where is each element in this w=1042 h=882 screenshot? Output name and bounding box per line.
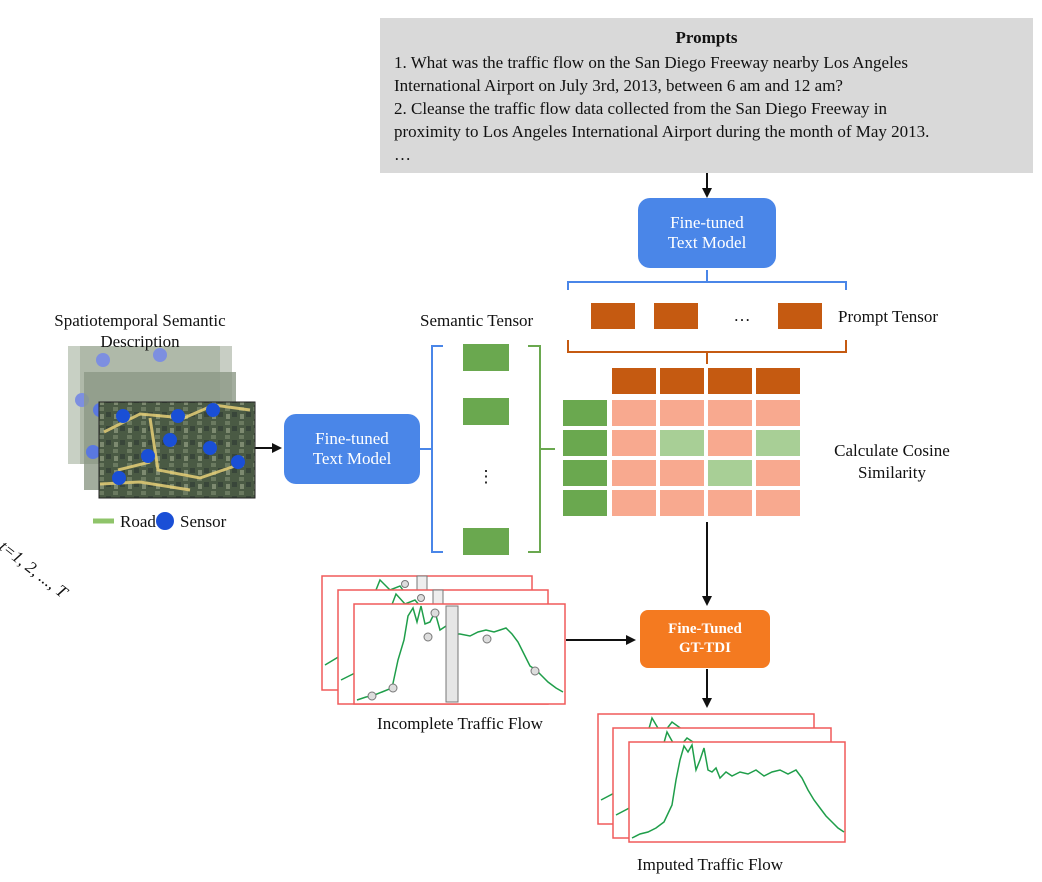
matrix-row-head (563, 490, 607, 516)
similarity-cell (708, 430, 752, 456)
similarity-cell-high (708, 460, 752, 486)
left-model-line1: Fine-tuned (315, 429, 389, 448)
sensor-legend-swatch (156, 512, 174, 530)
missing-point (367, 691, 377, 701)
imputed-frame-front (628, 741, 846, 843)
left-model-line2: Text Model (312, 449, 392, 468)
imputed-curve-front (631, 742, 845, 839)
prompt-tensor-label: Prompt Tensor (838, 307, 939, 326)
top-model-line1: Fine-tuned (670, 213, 744, 232)
prompt-line: International Airport on July 3rd, 2013,… (394, 76, 843, 95)
missing-point (388, 683, 398, 693)
similarity-cell (612, 430, 656, 456)
missing-point (417, 594, 425, 602)
prompt-tensor-block (654, 303, 698, 329)
sensor-dot (86, 445, 100, 459)
similarity-cell (612, 400, 656, 426)
matrix-header-cell (612, 368, 656, 394)
similarity-cell (612, 490, 656, 516)
missing-point (482, 634, 492, 644)
similarity-cell (756, 460, 800, 486)
semantic-tensor-block (463, 398, 509, 425)
semantic-brace-right (528, 345, 541, 553)
imputed-flow-stack (597, 713, 846, 843)
semantic-tensor-label: Semantic Tensor (420, 311, 534, 330)
cosine-label-line1: Calculate Cosine (834, 441, 950, 460)
prompt-tensor-block (591, 303, 635, 329)
similarity-cell (660, 460, 704, 486)
missing-gap (445, 605, 459, 703)
sensor-dot (171, 409, 185, 423)
semantic-tensor-block (463, 344, 509, 371)
similarity-cell (660, 400, 704, 426)
matrix-row-head (563, 430, 607, 456)
incomplete-flow-stack (321, 575, 566, 705)
gt-tdi-line1: Fine-Tuned (668, 621, 742, 637)
missing-point (401, 580, 409, 588)
sensor-dot (163, 433, 177, 447)
matrix-header-cell (708, 368, 752, 394)
top-model-line2: Text Model (667, 233, 747, 252)
prompt-tensor-block (778, 303, 822, 329)
missing-gap (432, 589, 444, 605)
road-legend-label: Road (120, 512, 156, 531)
sensor-dot (96, 353, 110, 367)
sensor-dot (112, 471, 126, 485)
prompts-title: Prompts (675, 28, 738, 47)
sensor-dot (153, 348, 167, 362)
similarity-cell (612, 460, 656, 486)
matrix-row-head (563, 400, 607, 426)
prompts-box: Prompts 1. What was the traffic flow on … (380, 18, 1033, 173)
missing-gap (416, 575, 428, 591)
similarity-cell (708, 490, 752, 516)
sensor-dot (203, 441, 217, 455)
semantic-tensor-ellipsis: ⋮ (477, 467, 495, 486)
missing-point (430, 608, 440, 618)
semantic-tensor-block (463, 528, 509, 555)
gt-tdi-line2: GT-TDI (679, 640, 731, 656)
sensor-legend-label: Sensor (180, 512, 227, 531)
prompt-line: … (394, 145, 411, 164)
similarity-cell-high (660, 430, 704, 456)
sensor-dot (116, 409, 130, 423)
prompt-line: 1. What was the traffic flow on the San … (394, 53, 908, 72)
prompt-tensor-ellipsis: … (733, 306, 751, 325)
missing-point (423, 632, 433, 642)
satellite-map-stack (68, 346, 256, 499)
similarity-cell (660, 490, 704, 516)
missing-point (530, 666, 540, 676)
gt-tdi-box: Fine-Tuned GT-TDI (640, 610, 770, 668)
left-text-model: Fine-tuned Text Model (284, 414, 420, 484)
matrix-header-cell (660, 368, 704, 394)
incomplete-flow-label: Incomplete Traffic Flow (377, 714, 543, 733)
imputed-flow-label: Imputed Traffic Flow (636, 855, 784, 874)
sensor-dot (206, 403, 220, 417)
flow-frame-front (353, 603, 566, 705)
prompt-brace-bottom (567, 340, 847, 353)
top-text-model: Fine-tuned Text Model (638, 198, 776, 268)
sensor-dot (231, 455, 245, 469)
similarity-cell-high (756, 430, 800, 456)
prompt-brace-top (567, 281, 847, 290)
similarity-cell (756, 400, 800, 426)
cosine-label-line2: Similarity (858, 463, 926, 482)
sensor-dot (141, 449, 155, 463)
spatio-label-line2: Description (100, 332, 180, 351)
prompt-line: 2. Cleanse the traffic flow data collect… (394, 99, 887, 118)
similarity-cell (756, 490, 800, 516)
similarity-cell (708, 400, 752, 426)
spatio-label-line1: Spatiotemporal Semantic (54, 311, 226, 330)
matrix-header-cell (756, 368, 800, 394)
prompt-line: proximity to Los Angeles International A… (394, 122, 930, 141)
similarity-grid (612, 400, 800, 516)
matrix-row-head (563, 460, 607, 486)
semantic-brace-left (431, 345, 443, 553)
